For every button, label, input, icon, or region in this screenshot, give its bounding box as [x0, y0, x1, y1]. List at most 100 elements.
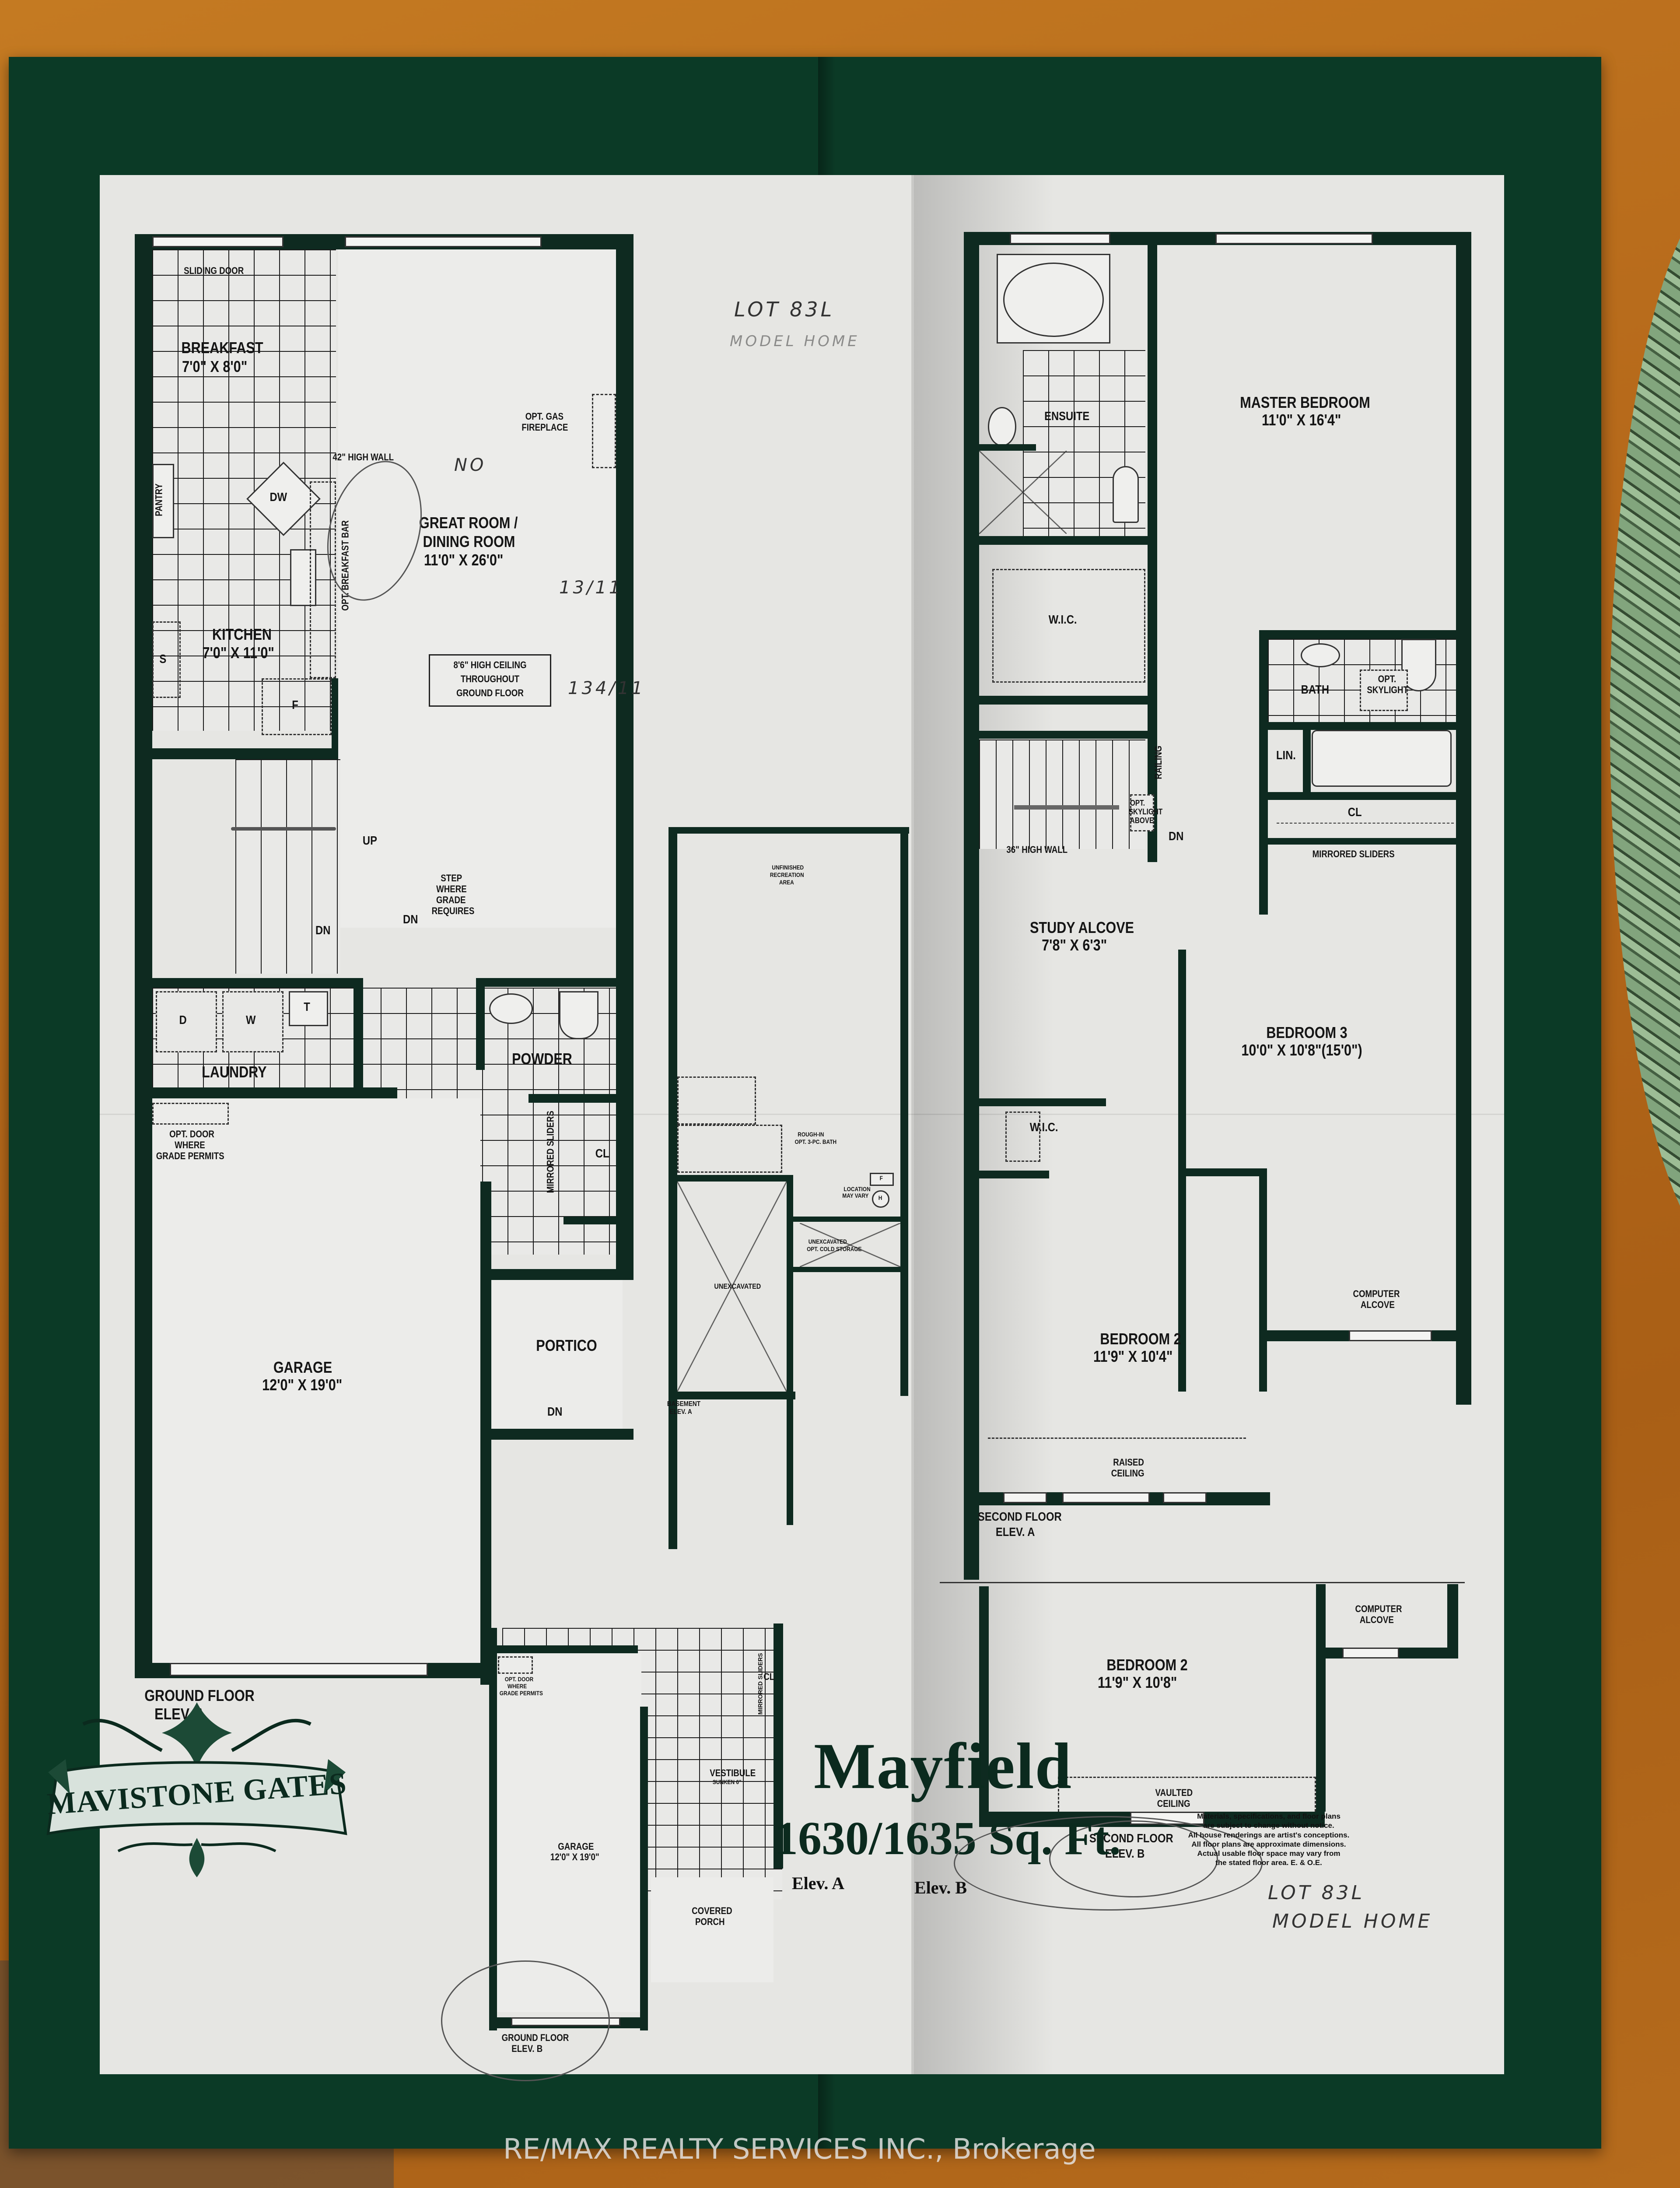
opt-door-b-1: OPT. DOOR: [504, 1676, 534, 1683]
opt-door-b-2: WHERE: [507, 1683, 527, 1690]
railing-label: RAILING: [1152, 745, 1164, 779]
stove-label: S: [159, 652, 167, 666]
raised-ceiling-line: [988, 1438, 1246, 1439]
raised-ceiling-2: CEILING: [1111, 1468, 1144, 1479]
opt-door-outline: [152, 1103, 229, 1125]
closet-b: CL: [763, 1671, 775, 1682]
wall: [668, 827, 909, 834]
elev-a-caption: Elev. A: [792, 1873, 845, 1893]
rough-in-2: OPT. 3-PC. BATH: [794, 1138, 837, 1145]
step-note-1: STEP: [441, 873, 462, 884]
mirrored-sliders-label: MIRRORED SLIDERS: [545, 1111, 556, 1193]
closet-label: CL: [595, 1147, 609, 1160]
second-floor-a-title-2: ELEV. A: [995, 1525, 1035, 1539]
kitchen-label: KITCHEN: [212, 625, 272, 643]
stair-railing: [1014, 805, 1119, 810]
powder-toilet: [559, 991, 598, 1039]
laundry-tub-label: T: [304, 1000, 310, 1013]
wall: [480, 1269, 634, 1280]
wall: [964, 232, 979, 1580]
wall: [979, 1171, 1049, 1178]
staircase: [235, 759, 340, 974]
opt-skylight-above: [1130, 794, 1154, 831]
garage-floor: [152, 1098, 480, 1663]
step-note-2: WHERE: [436, 884, 467, 894]
closet-label: CL: [1348, 805, 1362, 819]
furnace-label: F: [879, 1175, 883, 1182]
powder-label: POWDER: [512, 1050, 572, 1068]
bath-sink: [1301, 643, 1340, 667]
wall: [668, 827, 677, 1549]
unexcavated-area: [677, 1182, 787, 1392]
computer-alcove-b-1: COMPUTER: [1355, 1603, 1402, 1614]
wall: [135, 1087, 397, 1098]
mirrored-sliders-label: MIRRORED SLIDERS: [1312, 849, 1395, 859]
disclaimer-text: Materials, specifications, and floor pla…: [1181, 1812, 1356, 1868]
ceiling-note-line: 8'6" HIGH CEILING: [453, 659, 527, 670]
step-note-3: GRADE: [436, 894, 466, 905]
wall: [668, 1175, 791, 1182]
dryer: [156, 991, 217, 1052]
window: [1215, 233, 1373, 244]
stair-railing: [231, 827, 336, 831]
fireplace-label-1: OPT. GAS: [525, 411, 564, 422]
wic-shelving: [992, 569, 1145, 683]
brokerage-watermark: RE/MAX REALTY SERVICES INC., Brokerage: [503, 2133, 1096, 2166]
handwritten-lot-note-1: LOT 83L: [734, 298, 835, 321]
garage-b-label: GARAGE: [558, 1841, 594, 1852]
closet-shelf: [1277, 823, 1454, 824]
heater-label: H: [878, 1194, 882, 1201]
location-2: MAY VARY: [842, 1192, 869, 1199]
handwritten-dim-2: 134/11: [568, 678, 645, 698]
location-1: LOCATION: [844, 1185, 871, 1192]
wall: [1259, 630, 1471, 639]
garage-b-floor: [497, 1653, 641, 2012]
water-heater: [872, 1190, 889, 1208]
basement-stairs: [677, 1076, 756, 1125]
staircase: [979, 740, 1145, 849]
cold-storage-area: [800, 1223, 900, 1267]
dishwasher-label: DW: [270, 490, 287, 504]
mirrored-sliders-b: MIRRORED SLIDERS: [756, 1653, 764, 1715]
vaulted-ceiling-1: VAULTED: [1155, 1787, 1193, 1798]
rec-area-1: UNFINISHED: [772, 864, 804, 871]
wall: [476, 978, 485, 1070]
plan-divider: [940, 1582, 1465, 1583]
ceiling-note-line: THROUGHOUT: [460, 673, 520, 684]
wic-master-label: W.I.C.: [1048, 613, 1077, 626]
computer-alcove-2: ALCOVE: [1360, 1299, 1395, 1310]
vertical-fold-line: [911, 175, 914, 2074]
wall: [1268, 792, 1471, 800]
pantry: [152, 464, 174, 538]
bedroom3-size: 10'0" X 10'8"(15'0"): [1241, 1041, 1362, 1059]
garage-label: GARAGE: [273, 1358, 332, 1376]
wall: [979, 731, 1154, 739]
stove: [152, 621, 181, 698]
vestibule-b: VESTIBULE: [710, 1767, 756, 1778]
window: [1349, 1330, 1432, 1341]
wall: [979, 444, 1036, 451]
wall: [1178, 1168, 1266, 1176]
disclaimer-line: All house renderings are artist's concep…: [1188, 1830, 1350, 1839]
kitchen-size: 7'0" X 11'0": [202, 644, 274, 662]
second-floor-a-title-1: SECOND FLOOR: [977, 1510, 1062, 1523]
opt-door-outline: [498, 1656, 533, 1674]
horizontal-fold-line: [100, 1114, 1504, 1115]
window: [1163, 1492, 1207, 1503]
vaulted-ceiling-outline: [1058, 1777, 1316, 1812]
study-alcove-label: STUDY ALCOVE: [1030, 919, 1134, 936]
high-wall-label: 36" HIGH WALL: [1006, 844, 1068, 855]
wall: [793, 1217, 908, 1222]
vaulted-ceiling-2: CEILING: [1157, 1798, 1190, 1809]
stairs-dn-label: DN: [1169, 829, 1184, 843]
laundry-label: LAUNDRY: [202, 1063, 267, 1081]
ceiling-note-box: 8'6" HIGH CEILING THROUGHOUT GROUND FLOO…: [429, 654, 551, 707]
bedroom2-b-label: BEDROOM 2: [1106, 1656, 1188, 1674]
basement-title-2: ELEV. A: [669, 1408, 692, 1416]
portico-dn-label: DN: [547, 1405, 563, 1418]
opt-door-2: WHERE: [175, 1140, 205, 1150]
bathtub: [1312, 730, 1452, 787]
study-alcove-size: 7'8" X 6'3": [1042, 936, 1107, 954]
ensuite-label: ENSUITE: [1044, 409, 1090, 423]
soaker-tub-oval: [1003, 263, 1104, 337]
